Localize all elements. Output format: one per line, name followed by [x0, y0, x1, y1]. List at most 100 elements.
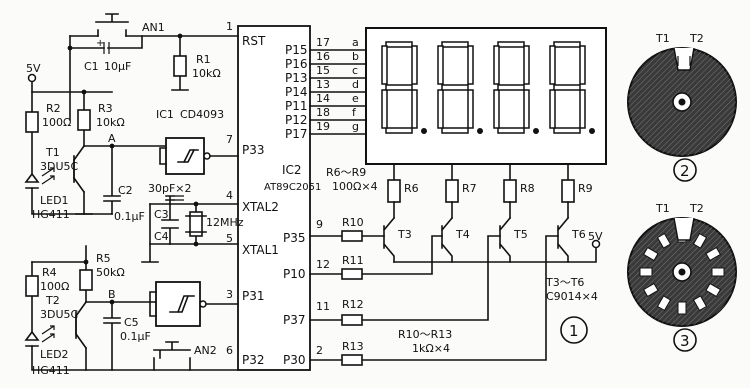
pin-xtal1: XTAL1 — [242, 243, 279, 257]
pinnum-xtal1: 5 — [226, 232, 233, 245]
schmitt-gate-1 — [159, 137, 239, 175]
disc2-t1: T1 — [655, 202, 670, 215]
an1-label: AN1 — [142, 21, 165, 34]
disc1-t2: T2 — [689, 32, 704, 45]
display-decimal-point — [533, 128, 539, 134]
disc-slot — [711, 267, 725, 277]
c2-label: C2 — [118, 184, 133, 197]
display-segment — [437, 45, 444, 85]
r10-resistor — [341, 230, 363, 242]
disc-slot — [642, 282, 659, 298]
pinnum-right-5: 18 — [316, 106, 330, 119]
junction-r3 — [81, 89, 87, 95]
supply-label-2: 5V — [588, 230, 603, 243]
disc-slot — [656, 295, 672, 312]
junction-xtal2 — [193, 201, 199, 207]
seg-label-c: c — [352, 64, 358, 77]
display-segment — [579, 89, 586, 129]
r1-resistor — [173, 55, 187, 77]
node-a-label: A — [108, 132, 116, 145]
c3-label: C3 — [154, 208, 169, 221]
pin-right-4: P11 — [285, 99, 308, 113]
seg-label-e: e — [352, 92, 359, 105]
r10-r13-label: R10～R13 — [398, 328, 452, 341]
pin-p32: P32 — [242, 353, 265, 367]
pinnum-p30: 2 — [316, 344, 323, 357]
t4-label: T4 — [455, 228, 470, 241]
segment-labels: a b c d e f g — [352, 36, 359, 133]
ic1-part: CD4093 — [180, 108, 224, 121]
r8-label: R8 — [520, 182, 535, 195]
disc-slot — [705, 246, 722, 262]
t6-label: T6 — [571, 228, 586, 241]
pinnum-p33: 7 — [226, 133, 233, 146]
pin-p10: P10 — [283, 267, 306, 281]
sensor-pair-2 — [673, 217, 695, 241]
seg-label-f: f — [352, 106, 357, 119]
display-segment — [493, 89, 500, 129]
r6-resistor — [387, 179, 401, 203]
pinnum-right-1: 16 — [316, 50, 330, 63]
pin-rst: RST — [242, 34, 266, 48]
crystal-12mhz — [189, 211, 203, 237]
port1-pins: P15 P16 P13 P14 P11 P12 P17 — [285, 43, 308, 141]
r2-value: 100Ω — [42, 116, 71, 129]
pinnum-right-3: 13 — [316, 78, 330, 91]
t1-type: 3DU5C — [40, 160, 79, 173]
seg-label-g: g — [352, 120, 359, 133]
r10-r13-value: 1kΩ×4 — [412, 342, 450, 355]
display-digit — [381, 41, 427, 134]
pin-p30: P30 — [283, 353, 306, 367]
disc-solid — [627, 47, 737, 157]
display-decimal-point — [421, 128, 427, 134]
r12-resistor — [341, 314, 363, 326]
supply-rail-mid — [25, 245, 93, 333]
r9-label: R9 — [578, 182, 593, 195]
pin-p31: P31 — [242, 289, 265, 303]
display-digit — [437, 41, 483, 134]
r6-r9-label: R6～R9 — [326, 166, 366, 179]
r5-value: 50kΩ — [96, 266, 125, 279]
display-segment — [549, 89, 556, 129]
display-segment — [467, 45, 474, 85]
display-segment — [553, 127, 581, 134]
seven-segment-display — [365, 27, 607, 165]
pin-p33: P33 — [242, 143, 265, 157]
pin-p35: P35 — [283, 231, 306, 245]
disc-slot — [642, 246, 659, 262]
supply-rail-top — [25, 73, 113, 175]
r9-resistor — [561, 179, 575, 203]
display-digit — [549, 41, 595, 134]
junction-rst — [177, 33, 183, 39]
led1-label: LED1 — [40, 194, 69, 207]
disc-slot — [656, 232, 672, 249]
pinnum-rst: 1 — [226, 20, 233, 33]
r6-label: R6 — [404, 182, 419, 195]
display-segment — [467, 89, 474, 129]
pin-p37: P37 — [283, 313, 306, 327]
disc-slotted — [627, 217, 737, 327]
display-segment — [441, 127, 469, 134]
display-segment — [497, 127, 525, 134]
r5-resistor — [79, 269, 93, 291]
pin-right-6: P17 — [285, 127, 308, 141]
pinnum-right-6: 19 — [316, 120, 330, 133]
r4-value: 100Ω — [40, 280, 69, 293]
r6-r9-value: 100Ω×4 — [332, 180, 378, 193]
display-segment — [497, 84, 525, 91]
hg411-label-1: HG411 — [32, 208, 70, 221]
pin-right-1: P16 — [285, 57, 308, 71]
display-segment — [523, 45, 530, 85]
display-digits — [381, 41, 595, 134]
seg-label-d: d — [352, 78, 359, 91]
an2-label: AN2 — [194, 344, 217, 357]
t3-label: T3 — [397, 228, 412, 241]
c2-value: 0.1μF — [114, 210, 145, 223]
supply-label-1: 5V — [26, 62, 41, 75]
junction-xtal1 — [193, 241, 199, 247]
display-segment — [381, 89, 388, 129]
display-segment — [441, 84, 469, 91]
display-segment — [579, 45, 586, 85]
display-segment — [549, 45, 556, 85]
display-segment — [411, 45, 418, 85]
